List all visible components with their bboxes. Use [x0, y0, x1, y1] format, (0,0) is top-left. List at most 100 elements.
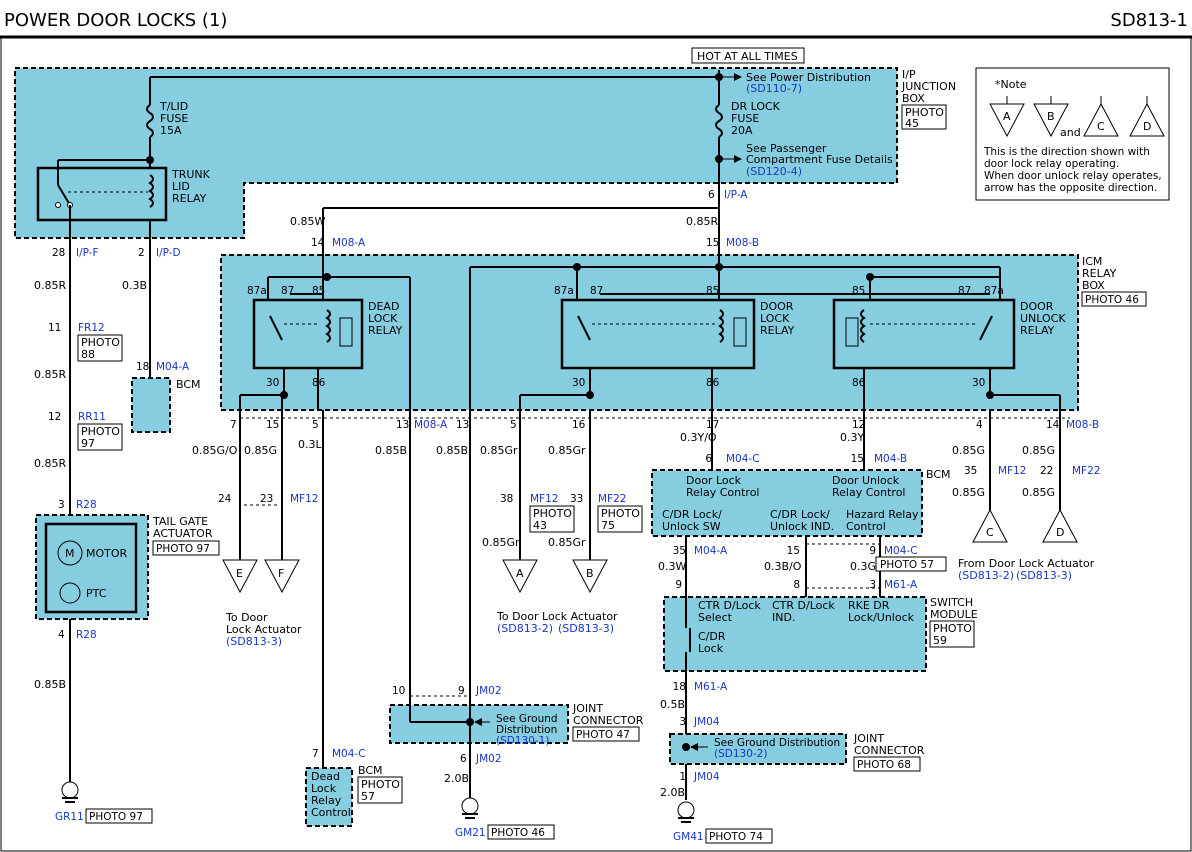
wire-05b: 0.5B	[660, 698, 685, 711]
icm-pin: 15	[266, 419, 279, 431]
from-actuator-ref2[interactable]: (SD813-3)	[1016, 569, 1072, 582]
wire-mid: 0.85Gr	[548, 444, 586, 457]
mf12b-name: MF12	[530, 493, 558, 505]
note-letter: A	[1003, 110, 1011, 123]
wire-ml: 0.3L	[298, 438, 322, 451]
icm-pin: 5	[510, 419, 517, 431]
wire-ml: 0.85G	[244, 444, 277, 457]
dead-lock-relay	[252, 298, 364, 370]
note-text: arrow has the opposite direction.	[984, 182, 1157, 194]
joint-connector-jm04	[669, 733, 847, 765]
pd-ref[interactable]: (SD110-7)	[746, 82, 802, 95]
bcm-right	[651, 469, 923, 537]
icm-label: ICM	[1082, 255, 1102, 268]
ipa-pin: 6	[708, 189, 715, 201]
du-85: 85	[852, 285, 865, 297]
jm04-label: JOINT	[853, 732, 884, 745]
hazard-ctrl: Hazard Relay	[846, 508, 919, 521]
mf12c-name: MF12	[998, 465, 1026, 477]
bcm-right-photo: PHOTO 57	[880, 559, 934, 571]
dr-30: 30	[572, 377, 585, 389]
m04a-pin2: 35	[673, 545, 686, 557]
jm02-ref[interactable]: (SD130-1)	[496, 735, 549, 747]
to-door-ref[interactable]: (SD813-3)	[226, 635, 282, 648]
trunk-lid-relay	[36, 166, 168, 222]
mf22-photo: 75	[601, 519, 615, 532]
du-87: 87	[958, 285, 971, 297]
note-letter: B	[1047, 110, 1055, 123]
jm04-see: See Ground Distribution	[714, 737, 840, 749]
mf12b-pin: 38	[500, 493, 513, 505]
dead-ctrl-label: Dead	[311, 770, 340, 783]
mf12b-photo: 43	[533, 519, 547, 532]
mf12b-photo: PHOTO	[533, 507, 572, 520]
unlock-relay-label: RELAY	[1020, 324, 1055, 337]
mf12-pin: 23	[260, 493, 273, 505]
switch-label: SWITCH	[930, 596, 973, 609]
to-actuator-ref1[interactable]: (SD813-2)	[497, 622, 553, 635]
wire-ml: 0.85B	[375, 444, 407, 457]
r28b-name: R28	[76, 629, 97, 641]
motor-symbol: M	[65, 547, 75, 560]
mf22b-name: MF22	[1072, 465, 1100, 477]
rr11-photo: 97	[81, 437, 95, 450]
jm04-pin1: 1	[679, 771, 686, 783]
hot-label: HOT AT ALL TIMES	[697, 50, 798, 63]
sw-ctr-sel: Select	[698, 611, 733, 624]
unlock-relay-label: UNLOCK	[1020, 312, 1066, 325]
pd-see: See Power Distribution	[746, 71, 871, 84]
ipf-name: I/P-F	[76, 247, 99, 259]
note-title: *Note	[995, 78, 1027, 91]
jm04-ref[interactable]: (SD130-2)	[714, 748, 767, 760]
mf22-pin: 33	[570, 493, 583, 505]
sw-ctr-ind: CTR D/Lock	[772, 599, 835, 612]
wire-right: 0.85G	[952, 444, 985, 457]
ctr-ind: Unlock IND.	[770, 520, 834, 533]
lock-ctrl: Relay Control	[686, 486, 759, 499]
tri-a: A	[516, 567, 524, 580]
m08a-bot: M08-A	[414, 419, 448, 431]
ctr-sw: Unlock SW	[662, 520, 721, 533]
m04c-name: M04-C	[332, 748, 366, 760]
dl-30: 30	[266, 377, 279, 389]
bcm-ml-photo: 57	[361, 790, 375, 803]
ipf-pin: 28	[52, 247, 65, 259]
ijb-label: JUNCTION	[901, 80, 956, 93]
sw-pin3: 3	[869, 579, 876, 591]
sw-rke: RKE DR	[848, 599, 890, 612]
ipd-name: I/P-D	[156, 247, 181, 259]
page-code: SD813-1	[1110, 10, 1188, 31]
wire-left: 0.85R	[34, 279, 66, 292]
icm-label: RELAY	[1082, 267, 1117, 280]
jm04-pin3: 3	[679, 716, 686, 728]
wire-mid: 0.85Gr	[482, 536, 520, 549]
mf22-name: MF22	[598, 493, 626, 505]
from-actuator-ref1[interactable]: (SD813-2)	[958, 569, 1014, 582]
ijb-label: I/P	[902, 68, 916, 81]
tlid-fuse-label: FUSE	[160, 112, 188, 125]
ctr-sw: C/DR Lock/	[662, 508, 722, 521]
dr-fuse-label: DR LOCK	[731, 100, 781, 113]
dr-fuse-label: FUSE	[731, 112, 759, 125]
du-87a: 87a	[984, 285, 1004, 297]
dl-87: 87	[281, 285, 294, 297]
m04c-pin: 7	[312, 748, 319, 760]
icm-pin: 16	[572, 419, 586, 431]
to-actuator-ref2[interactable]: (SD813-3)	[558, 622, 614, 635]
from-actuator-label: From Door Lock Actuator	[958, 557, 1095, 570]
dr-fuse-label: 20A	[731, 124, 753, 137]
wire-bcmr: 0.3Y/O	[680, 431, 717, 444]
ijb-label: BOX	[902, 92, 925, 105]
pc-ref[interactable]: (SD120-4)	[746, 165, 802, 178]
m04c-pin2: 6	[705, 453, 712, 465]
dead-relay-label: LOCK	[368, 312, 398, 325]
gm21-photo: PHOTO 46	[491, 827, 545, 839]
jm04-name2: JM04	[693, 771, 720, 783]
jm04-photo: PHOTO 68	[857, 759, 911, 771]
dead-lock-control	[305, 767, 353, 827]
note-letter: C	[1097, 120, 1105, 133]
jm02-pin: 10	[392, 685, 405, 697]
dead-relay-label: DEAD	[368, 300, 399, 313]
rr11-name: RR11	[78, 411, 106, 423]
